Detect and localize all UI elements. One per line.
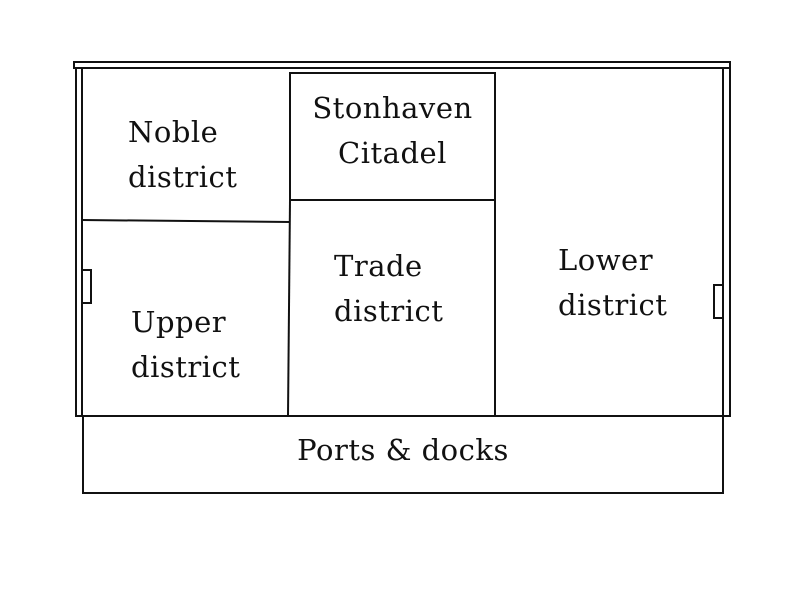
noble-district-name: Noble xyxy=(128,115,219,149)
citadel-word: Citadel xyxy=(338,135,447,170)
trade-district-word: district xyxy=(334,293,444,328)
trade-district-label: Trade district xyxy=(334,244,443,334)
lower-district-label: Lower district xyxy=(558,238,667,328)
ports-docks-label: Ports & docks xyxy=(297,433,509,467)
citadel-name: Stonhaven xyxy=(312,91,473,125)
ports-outline xyxy=(82,415,724,494)
west-gate xyxy=(81,269,92,304)
citadel-outline xyxy=(289,72,496,201)
noble-district-word: district xyxy=(128,159,238,194)
west-trade-divider xyxy=(287,199,291,417)
upper-district-word: district xyxy=(131,349,241,384)
lower-district-name: Lower xyxy=(558,243,654,277)
trade-district-name: Trade xyxy=(334,249,423,283)
lower-district-word: district xyxy=(558,287,668,322)
upper-district-label: Upper district xyxy=(131,300,240,390)
east-gate xyxy=(713,284,724,319)
upper-district-name: Upper xyxy=(131,305,227,339)
citadel-label: Stonhaven Citadel xyxy=(290,86,495,176)
noble-upper-divider xyxy=(81,219,291,223)
noble-district-label: Noble district xyxy=(128,110,237,200)
